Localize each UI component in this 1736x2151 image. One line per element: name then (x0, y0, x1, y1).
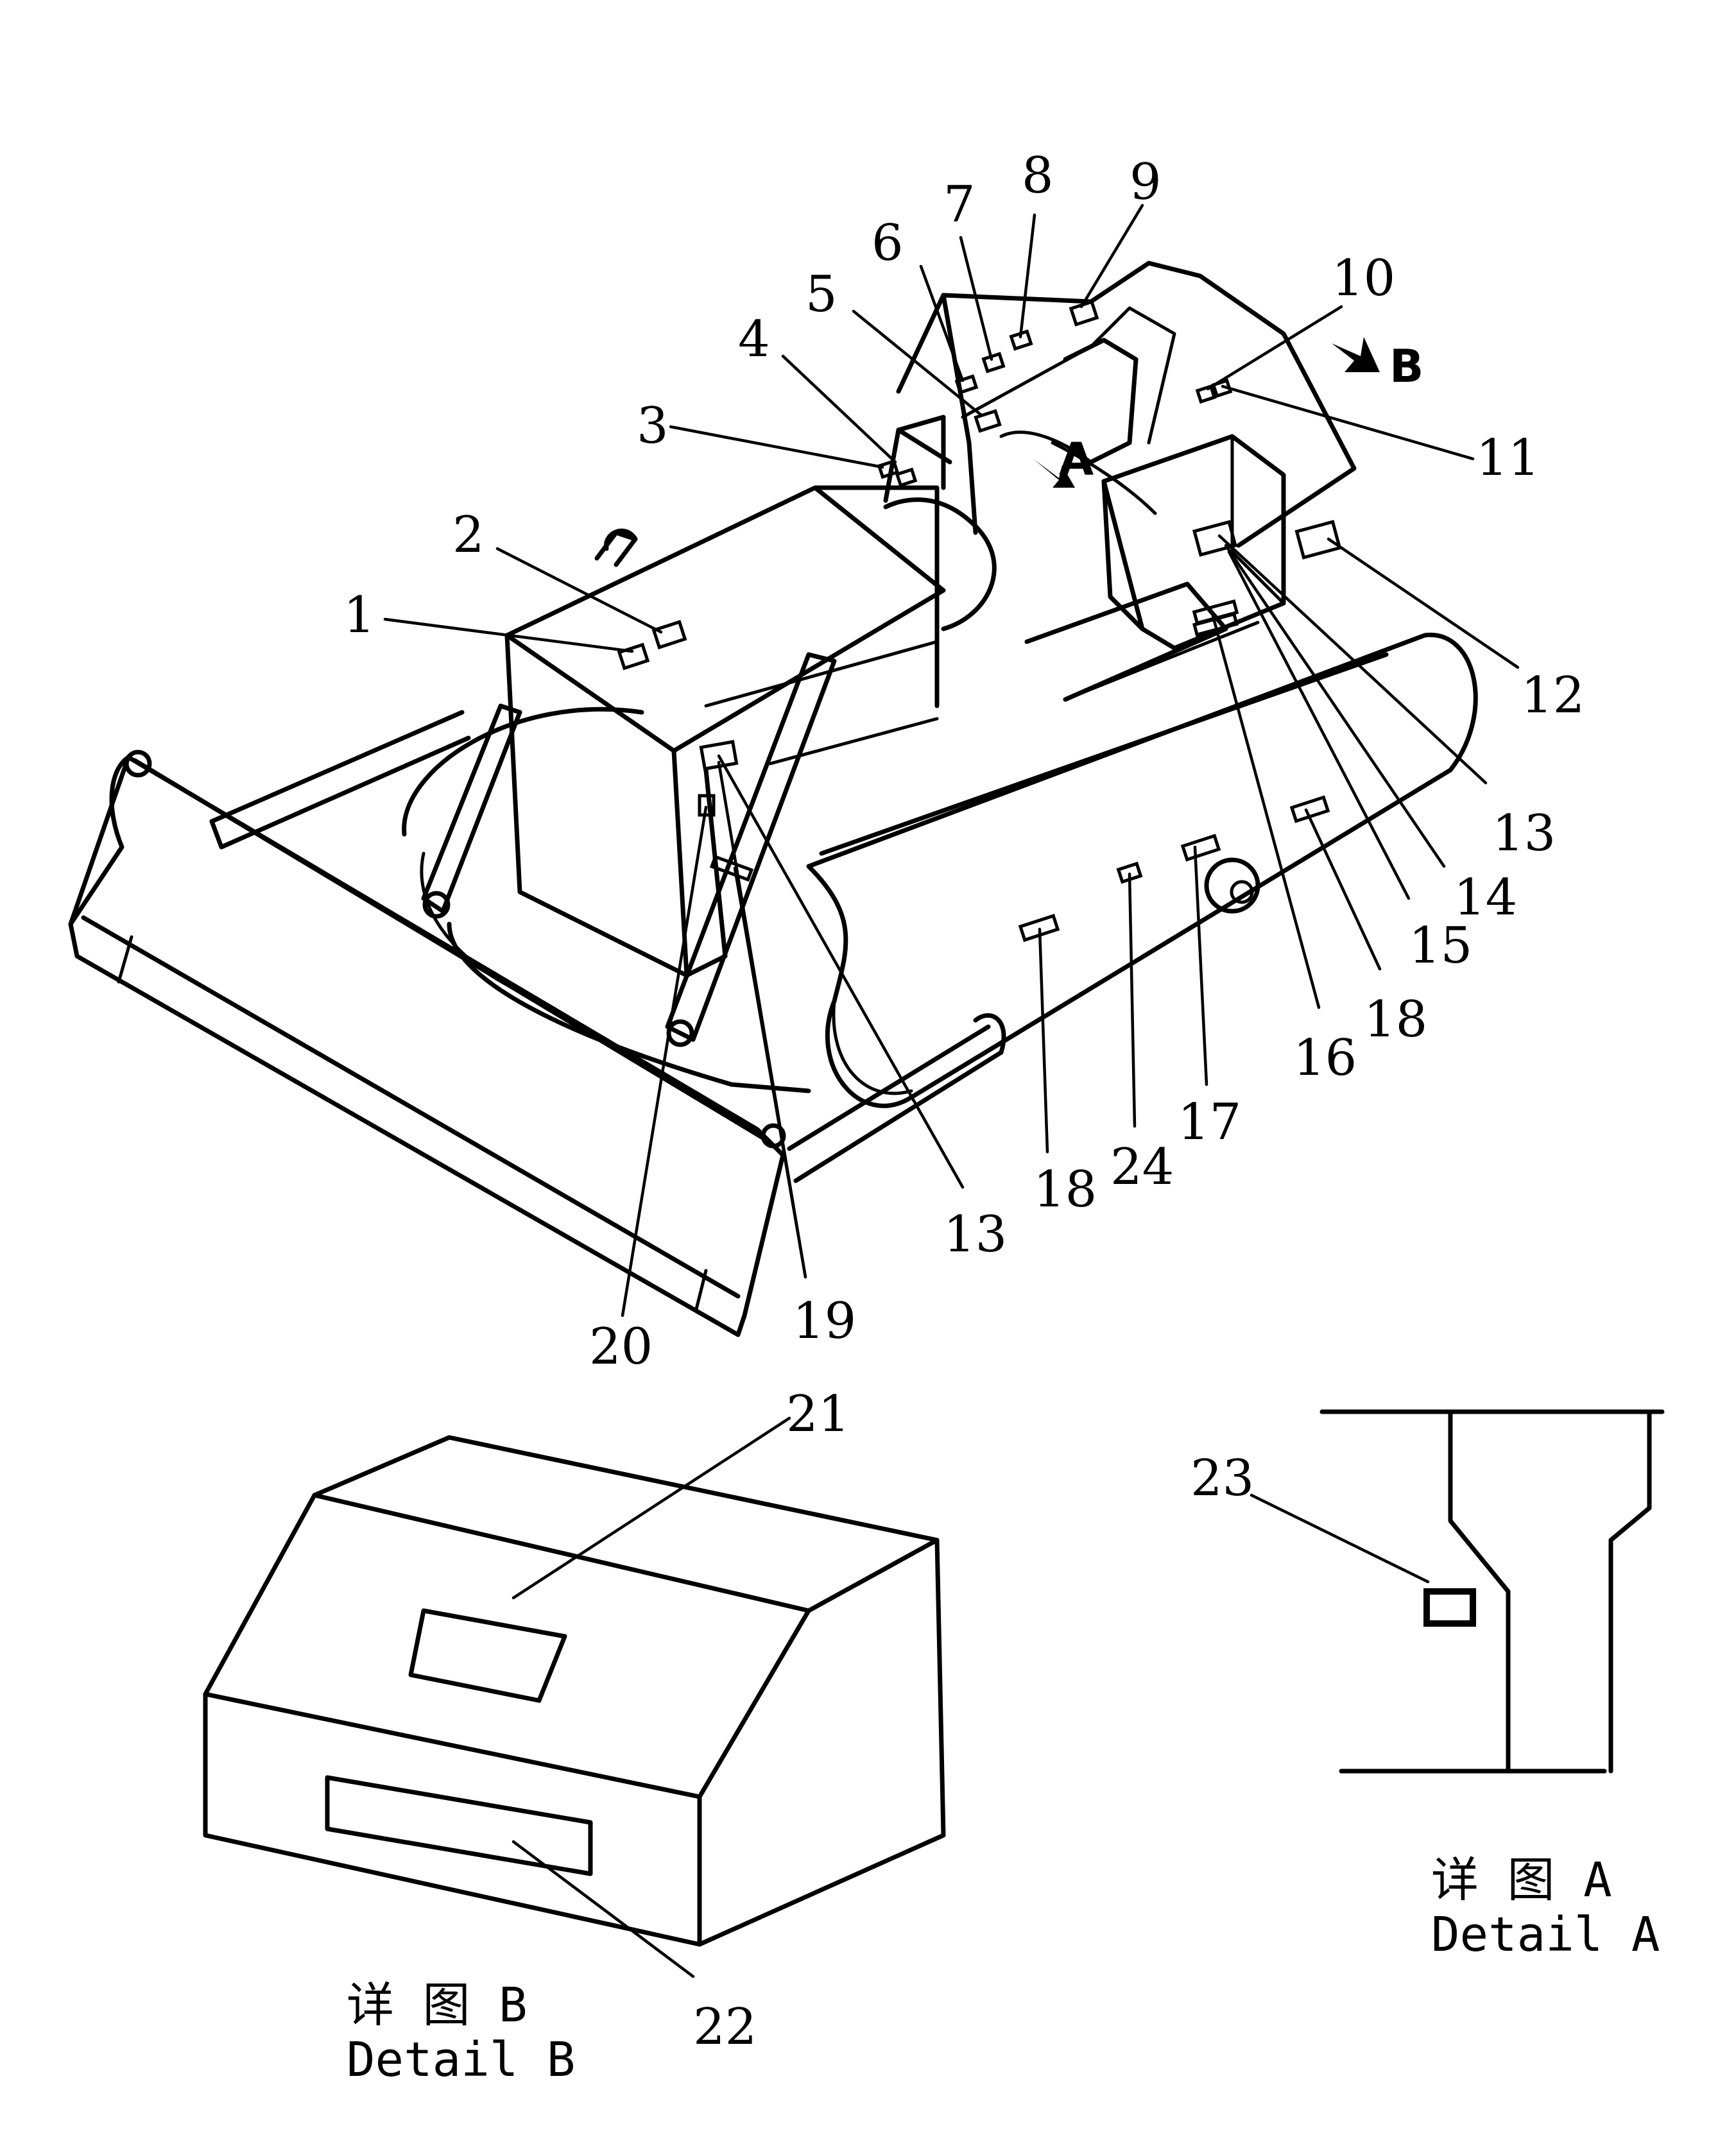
callout-12: 12 (1521, 667, 1585, 724)
view-arrow-b: B (1332, 337, 1423, 393)
callout-19: 19 (793, 1292, 856, 1350)
label-plates (617, 300, 1342, 942)
callout-18-right: 18 (1364, 991, 1427, 1049)
svg-text:A: A (1059, 433, 1094, 486)
callout-6: 6 (872, 214, 904, 272)
svg-text:B: B (1389, 340, 1423, 393)
callout-14: 14 (1454, 869, 1517, 927)
detail-b-drawing (203, 1435, 946, 1947)
callout-10: 10 (1332, 250, 1395, 307)
view-arrow-a: A (1033, 433, 1094, 488)
callout-17: 17 (1178, 1093, 1241, 1151)
callout-18-left: 18 (1033, 1161, 1097, 1219)
bulldozer-drawing (68, 261, 1478, 1337)
callout-4: 4 (738, 311, 770, 368)
svg-text:Detail A: Detail A (1431, 1907, 1660, 1962)
callout-23: 23 (1190, 1450, 1254, 1507)
callout-16: 16 (1293, 1029, 1357, 1087)
callout-11: 11 (1476, 429, 1540, 487)
callout-numbers: 1 2 3 4 5 6 7 8 9 10 11 12 13 14 15 16 1… (343, 147, 1585, 2056)
callout-22: 22 (693, 1998, 757, 2056)
detail-a-caption: 详 图 A Detail A (1431, 1853, 1660, 1962)
callout-2: 2 (452, 506, 485, 564)
callout-15: 15 (1409, 917, 1472, 975)
callout-7: 7 (943, 176, 975, 234)
callout-8: 8 (1022, 147, 1054, 205)
svg-text:详 图 A: 详 图 A (1431, 1853, 1612, 1908)
callout-3: 3 (637, 397, 669, 455)
callout-20: 20 (589, 1318, 653, 1376)
callout-13-right: 13 (1492, 805, 1556, 862)
leader-lines (383, 203, 1520, 1978)
callout-21: 21 (786, 1385, 850, 1443)
callout-9: 9 (1130, 153, 1162, 211)
callout-13-left: 13 (943, 1206, 1007, 1264)
callout-24: 24 (1110, 1138, 1174, 1196)
svg-text:详 图 B: 详 图 B (347, 1978, 528, 2033)
detail-b-caption: 详 图 B Detail B (347, 1978, 575, 2087)
callout-1: 1 (343, 587, 375, 644)
detail-a-drawing (1319, 1409, 1665, 1774)
svg-text:Detail B: Detail B (347, 2032, 575, 2087)
callout-5: 5 (805, 266, 838, 323)
